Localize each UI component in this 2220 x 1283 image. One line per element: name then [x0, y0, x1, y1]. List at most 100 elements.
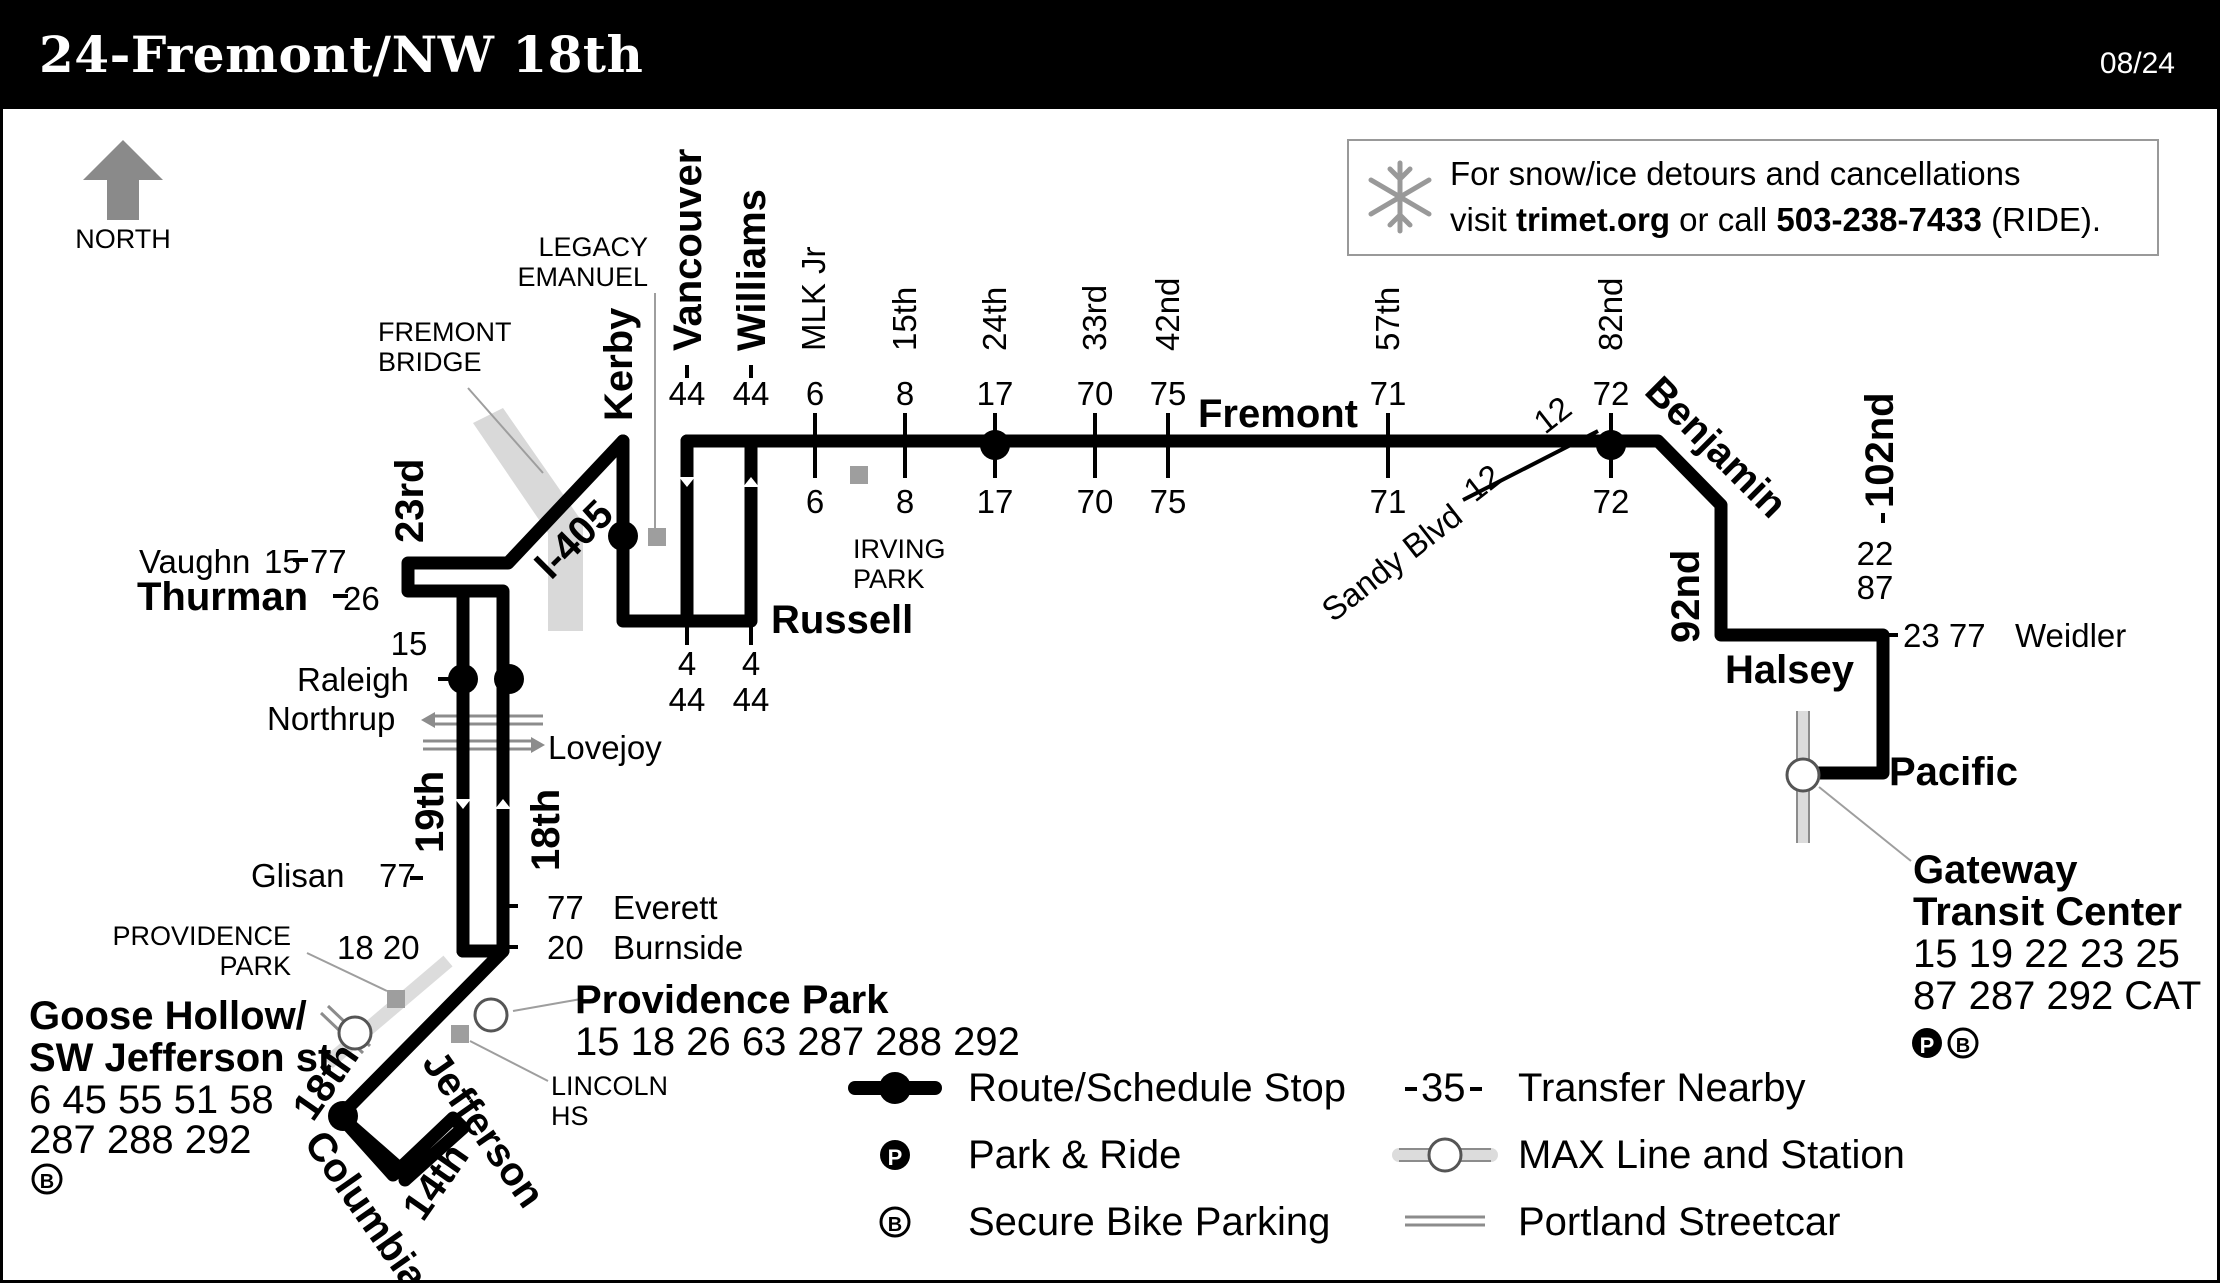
svg-text:8: 8: [896, 483, 914, 520]
street-24th: 24th: [976, 287, 1013, 351]
street-mlk: MLK Jr: [795, 246, 832, 351]
bike-parking-icon: B: [1947, 1027, 1979, 1059]
gateway-max-station[interactable]: [1785, 757, 1821, 793]
svg-text:HS: HS: [551, 1101, 589, 1131]
route-stops: [328, 430, 1626, 1131]
svg-text:P: P: [1920, 1033, 1935, 1058]
route-map: NORTH For snow/ice detours and cancellat…: [29, 139, 2201, 1280]
svg-text:20: 20: [547, 929, 584, 966]
station-goose-hollow[interactable]: Goose Hollow/ SW Jefferson st 6 45 55 51…: [29, 994, 331, 1195]
title-bar: 24-Fremont/NW 18th 08/24: [3, 3, 2217, 109]
notice-website: trimet.org: [1516, 201, 1670, 238]
svg-text:8: 8: [896, 375, 914, 412]
svg-text:P: P: [888, 1145, 903, 1170]
street-fremont: Fremont: [1198, 392, 1358, 436]
svg-text:Transit Center: Transit Center: [1913, 890, 2182, 934]
stop-raleigh-19th[interactable]: [448, 664, 478, 694]
svg-text:18 20: 18 20: [337, 929, 420, 966]
transfer-ticks: [293, 365, 1898, 949]
svg-text:22: 22: [1857, 535, 1894, 572]
providence-max-station[interactable]: [473, 997, 509, 1033]
svg-text:EMANUEL: EMANUEL: [517, 262, 648, 292]
svg-text:IRVING: IRVING: [853, 534, 946, 564]
park-and-ride-icon: P: [880, 1140, 910, 1170]
svg-text:12: 12: [1527, 389, 1579, 441]
street-vancouver: Vancouver: [666, 149, 710, 351]
street-19th: 19th: [408, 771, 452, 853]
svg-text:72: 72: [1593, 483, 1630, 520]
streetcar-lines: [319, 714, 543, 1055]
street-33rd: 33rd: [1076, 285, 1113, 351]
svg-text:17: 17: [977, 483, 1014, 520]
svg-text:PROVIDENCE: PROVIDENCE: [112, 921, 291, 951]
street-weidler: Weidler: [2015, 617, 2126, 654]
street-57th: 57th: [1369, 287, 1406, 351]
notice-phone: 503-238-7433: [1776, 201, 1982, 238]
landmarks: [387, 466, 868, 1043]
stop-82nd[interactable]: [1596, 430, 1626, 460]
svg-text:Transfer Nearby: Transfer Nearby: [1518, 1066, 1806, 1110]
svg-text:71: 71: [1370, 375, 1407, 412]
svg-text:B: B: [40, 1171, 54, 1193]
transfer-numbers: 44 44 6 6 8 8 17 17 70 70 75 75 71 71 12…: [264, 375, 1986, 966]
bike-parking-icon: B: [31, 1163, 63, 1195]
street-15th: 15th: [886, 287, 923, 351]
street-92nd: 92nd: [1664, 550, 1708, 643]
street-glisan: Glisan: [251, 857, 345, 894]
svg-text:87: 87: [1857, 569, 1894, 606]
stop-raleigh-18th[interactable]: [494, 664, 524, 694]
svg-text:SW Jefferson st: SW Jefferson st: [29, 1036, 331, 1080]
street-thurman: Thurman: [137, 575, 308, 619]
legend-streetcar: Portland Streetcar: [1405, 1200, 1840, 1244]
svg-text:26: 26: [343, 580, 380, 617]
stop-goose-hollow[interactable]: [328, 1101, 358, 1131]
svg-text:72: 72: [1593, 375, 1630, 412]
svg-text:Route/Schedule Stop: Route/Schedule Stop: [968, 1066, 1346, 1110]
svg-text:Park & Ride: Park & Ride: [968, 1133, 1181, 1177]
svg-text:Portland Streetcar: Portland Streetcar: [1518, 1200, 1840, 1244]
svg-text:77: 77: [547, 889, 584, 926]
street-northrup: Northrup: [267, 700, 395, 737]
svg-text:23 77: 23 77: [1903, 617, 1986, 654]
svg-text:70: 70: [1077, 483, 1114, 520]
street-kerby: Kerby: [597, 307, 641, 421]
park-and-ride-icon: P: [1912, 1028, 1942, 1058]
goose-hollow-max-station[interactable]: [337, 1015, 373, 1051]
snow-notice: For snow/ice detours and cancellations v…: [1347, 139, 2159, 256]
svg-text:FREMONT: FREMONT: [378, 317, 511, 347]
stop-24th[interactable]: [980, 430, 1010, 460]
legend-bike: B Secure Bike Parking: [879, 1200, 1330, 1244]
street-82nd: 82nd: [1592, 278, 1629, 351]
street-102nd: 102nd: [1858, 392, 1902, 508]
north-label: NORTH: [75, 224, 171, 254]
street-vaughn: Vaughn: [139, 543, 250, 580]
svg-text:44: 44: [733, 375, 770, 412]
svg-text:75: 75: [1150, 483, 1187, 520]
svg-text:6: 6: [806, 375, 824, 412]
legend-transfer: 35 Transfer Nearby: [1405, 1066, 1806, 1110]
legend-max: MAX Line and Station: [1392, 1133, 1905, 1177]
snowflake-icon: [1368, 160, 1432, 234]
legend: Route/Schedule Stop P Park & Ride B Secu…: [848, 1066, 1905, 1244]
street-lovejoy: Lovejoy: [548, 729, 662, 766]
street-williams: Williams: [730, 189, 774, 351]
svg-text:6 45 55 51 58: 6 45 55 51 58: [29, 1078, 274, 1122]
station-gateway[interactable]: Gateway Transit Center 15 19 22 23 25 87…: [1912, 848, 2201, 1059]
legend-stop: Route/Schedule Stop: [848, 1066, 1346, 1110]
svg-text:MAX Line and Station: MAX Line and Station: [1518, 1133, 1905, 1177]
street-everett: Everett: [613, 889, 718, 926]
legend-park-ride: P Park & Ride: [880, 1133, 1181, 1177]
svg-text:Secure Bike Parking: Secure Bike Parking: [968, 1200, 1330, 1244]
stop-kerby[interactable]: [608, 521, 638, 551]
max-stations: [337, 757, 1821, 1051]
svg-text:71: 71: [1370, 483, 1407, 520]
street-18th: 18th: [524, 789, 568, 871]
street-42nd: 42nd: [1149, 278, 1186, 351]
north-arrow-icon: [83, 140, 163, 220]
station-providence-park[interactable]: Providence Park 15 18 26 63 287 288 292: [575, 978, 1020, 1064]
svg-text:44: 44: [733, 681, 770, 718]
svg-text:287 288 292: 287 288 292: [29, 1118, 251, 1162]
notice-line-2: visit trimet.org or call 503-238-7433 (R…: [1450, 201, 2101, 238]
svg-text:75: 75: [1150, 375, 1187, 412]
svg-text:Gateway: Gateway: [1913, 848, 2078, 892]
